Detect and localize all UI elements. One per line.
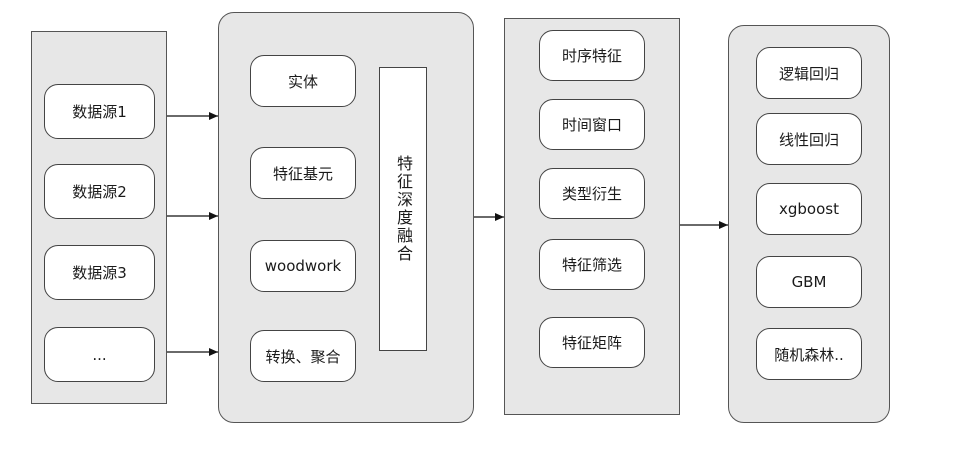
source-node-3: 数据源3 xyxy=(44,245,155,300)
random-forest-node: 随机森林.. xyxy=(756,328,862,380)
source-node-2: 数据源2 xyxy=(44,164,155,219)
deep-feature-synthesis-node: 特征深度融合 xyxy=(379,67,427,351)
feature-matrix-node: 特征矩阵 xyxy=(539,317,645,368)
feature-primitive-node: 特征基元 xyxy=(250,147,356,199)
time-window-node: 时间窗口 xyxy=(539,99,645,150)
type-derivation-node: 类型衍生 xyxy=(539,168,645,219)
xgboost-node: xgboost xyxy=(756,183,862,235)
entity-node: 实体 xyxy=(250,55,356,107)
transform-aggregate-node: 转换、聚合 xyxy=(250,330,356,382)
source-node-1: 数据源1 xyxy=(44,84,155,139)
linear-regression-node: 线性回归 xyxy=(756,113,862,165)
time-series-feature-node: 时序特征 xyxy=(539,30,645,81)
source-node-more: ... xyxy=(44,327,155,382)
gbm-node: GBM xyxy=(756,256,862,308)
logistic-regression-node: 逻辑回归 xyxy=(756,47,862,99)
feature-selection-node: 特征筛选 xyxy=(539,239,645,290)
woodwork-node: woodwork xyxy=(250,240,356,292)
